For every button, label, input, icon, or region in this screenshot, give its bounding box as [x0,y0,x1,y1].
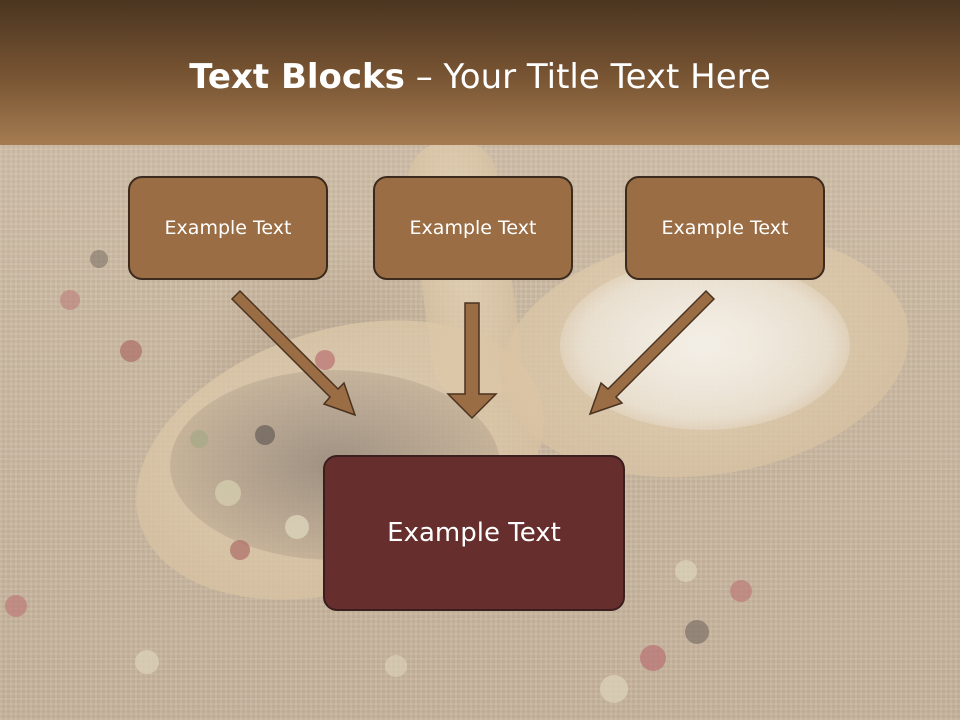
text-block-1[interactable]: Example Text [128,176,328,280]
arrow-left [230,289,357,417]
text-block-1-label: Example Text [164,217,292,239]
text-block-3-label: Example Text [661,217,789,239]
peppercorn [135,650,159,674]
slide-title-rest: Your Title Text Here [443,57,771,97]
peppercorn [190,430,208,448]
peppercorn [285,515,309,539]
text-block-2[interactable]: Example Text [373,176,573,280]
peppercorn [675,560,697,582]
peppercorn [5,595,27,617]
peppercorn [60,290,80,310]
text-block-3[interactable]: Example Text [625,176,825,280]
peppercorn [640,645,666,671]
text-block-2-label: Example Text [409,217,537,239]
arrow-middle [446,302,498,420]
peppercorn [215,480,241,506]
peppercorn [315,350,335,370]
main-text-block[interactable]: Example Text [323,455,625,611]
peppercorn [600,675,628,703]
peppercorn [120,340,142,362]
slide-title-bold: Text Blocks [189,57,405,97]
peppercorn [385,655,407,677]
slide-title-dash: – [404,57,444,97]
peppercorn [685,620,709,644]
title-bar [0,0,960,145]
peppercorn [230,540,250,560]
main-text-block-label: Example Text [387,518,561,548]
arrow-right [588,289,716,416]
peppercorn [255,425,275,445]
slide-title[interactable]: Text Blocks – Your Title Text Here [0,52,960,102]
peppercorn [730,580,752,602]
peppercorn [90,250,108,268]
